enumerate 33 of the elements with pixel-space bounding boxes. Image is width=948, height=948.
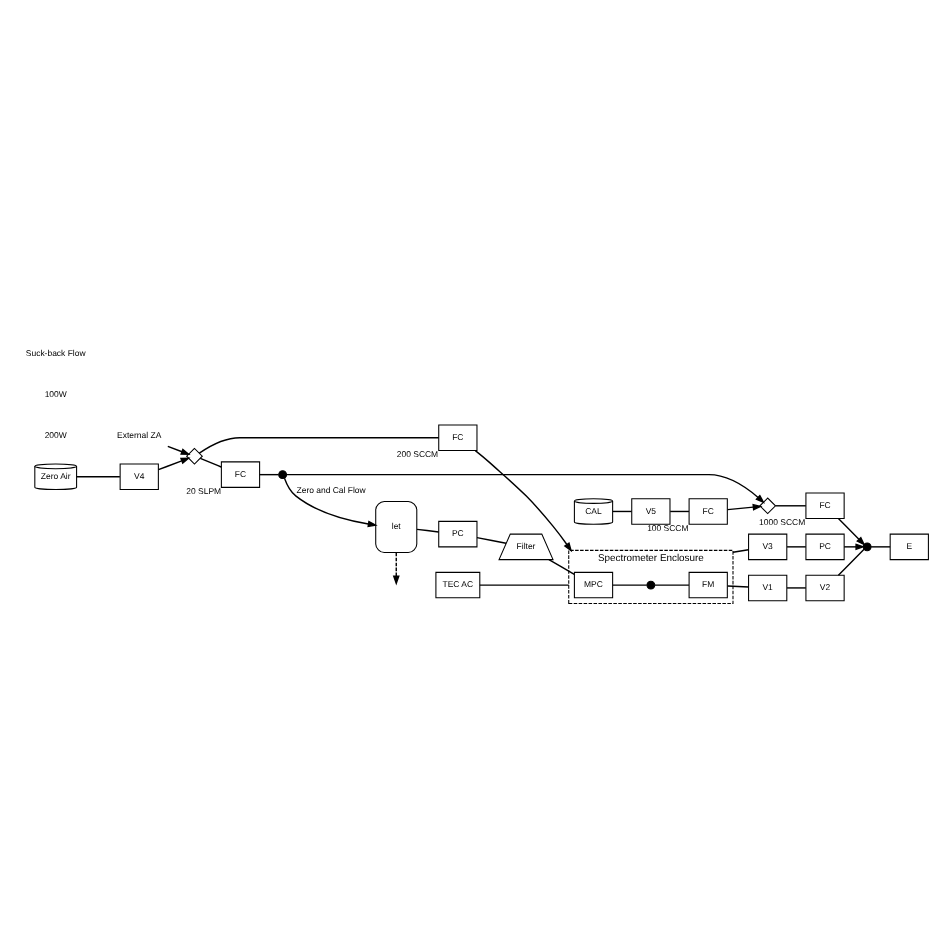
arrow bbox=[843, 542, 866, 550]
connector bbox=[669, 509, 690, 512]
connector bbox=[548, 558, 575, 575]
connector bbox=[612, 509, 633, 512]
node-valve bbox=[759, 496, 777, 514]
connector bbox=[76, 475, 121, 477]
connector bbox=[476, 535, 507, 543]
node-circle bbox=[278, 469, 288, 479]
connector bbox=[416, 527, 440, 532]
connector bbox=[479, 583, 570, 585]
connector bbox=[726, 584, 750, 587]
node-valve bbox=[185, 446, 203, 464]
connector bbox=[837, 547, 865, 575]
arrow bbox=[837, 516, 866, 545]
connector bbox=[199, 456, 222, 467]
arrow bbox=[726, 502, 763, 510]
connector bbox=[786, 545, 807, 547]
arrow bbox=[157, 456, 191, 470]
connector bbox=[612, 583, 648, 585]
connector bbox=[786, 586, 807, 588]
connector bbox=[732, 548, 750, 552]
connector bbox=[870, 545, 891, 547]
arrow bbox=[283, 476, 378, 527]
node-circle bbox=[862, 541, 872, 551]
arrow bbox=[392, 551, 400, 585]
connector bbox=[258, 472, 280, 475]
connector bbox=[198, 436, 440, 453]
connector bbox=[654, 583, 690, 585]
arrow bbox=[167, 444, 191, 455]
arrow bbox=[285, 472, 765, 503]
connector bbox=[774, 504, 807, 506]
arrow bbox=[474, 448, 573, 552]
node-circle bbox=[646, 579, 656, 589]
